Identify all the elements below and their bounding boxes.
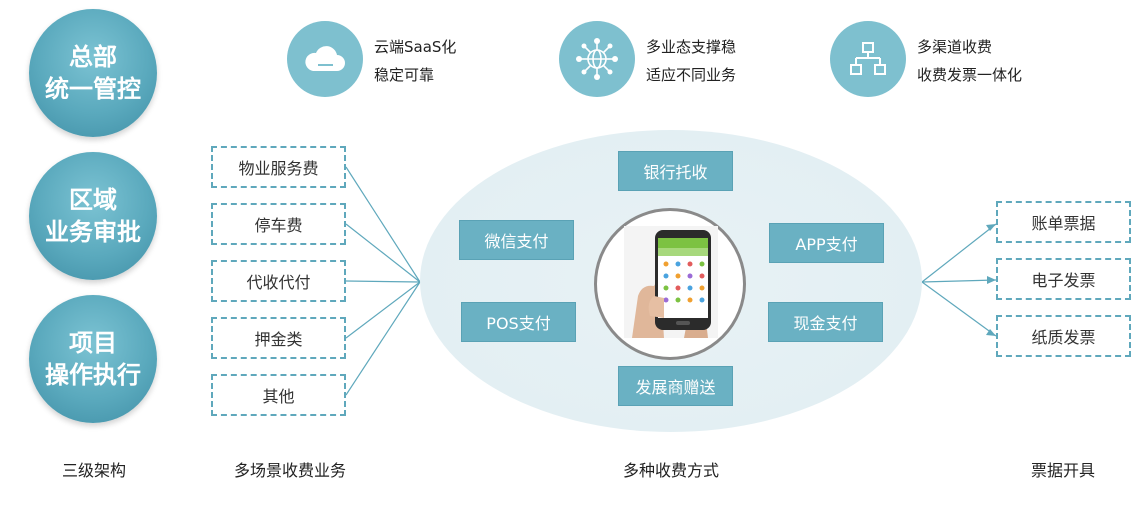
hierarchy-icon: [850, 42, 886, 75]
tier-title: 总部: [69, 43, 117, 71]
scenario-label: 押金类: [254, 330, 303, 349]
payment-pos: POS支付: [461, 302, 576, 342]
payment-label: 发展商赠送: [635, 378, 716, 397]
payment-label: APP支付: [795, 235, 858, 254]
payment-label: 现金支付: [793, 314, 858, 333]
tier-subtitle: 操作执行: [45, 361, 141, 389]
cloud-icon: [305, 46, 345, 71]
scenario-label: 停车费: [254, 216, 303, 235]
tier-title: 项目: [69, 329, 117, 357]
tier-region: 区域 业务审批: [29, 152, 157, 280]
payment-bank-collection: 银行托收: [618, 151, 733, 191]
payment-label: 银行托收: [643, 163, 708, 182]
globe-network-icon: [576, 38, 618, 80]
tier-project: 项目 操作执行: [29, 295, 157, 423]
payment-label: POS支付: [486, 314, 551, 333]
invoice-label: 电子发票: [1031, 271, 1096, 290]
feature-line: 多业态支撑稳: [646, 38, 737, 56]
invoice-electronic: 电子发票: [996, 258, 1131, 300]
scenario-label: 物业服务费: [238, 159, 319, 178]
scenario-label: 代收代付: [246, 273, 311, 292]
payment-wechat: 微信支付: [459, 220, 574, 260]
tier-subtitle: 统一管控: [45, 75, 141, 103]
invoice-label: 账单票据: [1031, 214, 1096, 233]
payment-app: APP支付: [769, 223, 884, 263]
invoice-bill-receipt: 账单票据: [996, 201, 1131, 243]
scenario-deposit: 押金类: [211, 317, 346, 359]
phone-in-hand-image: [624, 226, 718, 338]
caption-invoices: 票据开具: [1030, 461, 1095, 480]
caption-scenarios: 多场景收费业务: [233, 461, 346, 480]
scenario-collection: 代收代付: [211, 260, 346, 302]
feature-multichannel: [830, 21, 906, 97]
feature-cloud: [287, 21, 363, 97]
feature-multichannel-text: 多渠道收费 收费发票一体化: [917, 33, 1022, 89]
scenario-parking-fee: 停车费: [211, 203, 346, 245]
caption-tiers: 三级架构: [61, 461, 126, 480]
payment-label: 微信支付: [484, 232, 549, 251]
invoice-label: 纸质发票: [1031, 328, 1096, 347]
payment-cash: 现金支付: [768, 302, 883, 342]
tier-title: 区域: [69, 186, 117, 214]
feature-multibusiness: [559, 21, 635, 97]
invoice-paper: 纸质发票: [996, 315, 1131, 357]
feature-multibusiness-text: 多业态支撑稳 适应不同业务: [646, 33, 736, 89]
tier-subtitle: 业务审批: [45, 218, 141, 246]
tier-headquarters: 总部 统一管控: [29, 9, 157, 137]
feature-line: 收费发票一体化: [917, 66, 1023, 84]
payment-developer-gift: 发展商赠送: [618, 366, 733, 406]
scenario-property-fee: 物业服务费: [211, 146, 346, 188]
feature-line: 云端SaaS化: [374, 38, 457, 56]
scenario-label: 其他: [262, 387, 295, 406]
feature-line: 稳定可靠: [374, 66, 435, 84]
scenario-other: 其他: [211, 374, 346, 416]
feature-line: 适应不同业务: [646, 66, 737, 84]
caption-payments: 多种收费方式: [622, 461, 719, 480]
feature-cloud-text: 云端SaaS化 稳定可靠: [374, 33, 456, 89]
feature-line: 多渠道收费: [917, 38, 993, 56]
